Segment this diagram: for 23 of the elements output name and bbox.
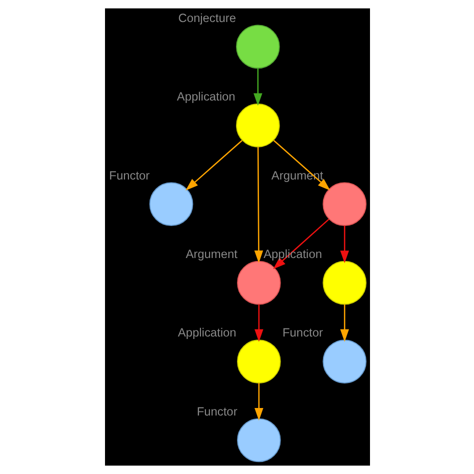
node-circle <box>322 182 366 226</box>
arrow <box>185 140 242 190</box>
node-label: Argument <box>185 247 237 262</box>
arrow <box>340 226 348 264</box>
arrow <box>254 304 263 342</box>
arrow <box>340 304 348 342</box>
node-label: Conjecture <box>178 10 236 25</box>
node-circle <box>236 340 280 384</box>
node-circle <box>322 260 366 305</box>
node-label: Application <box>177 326 236 340</box>
node-circle <box>236 24 280 69</box>
node-label: Functor <box>196 404 237 418</box>
node-label: Application <box>176 90 235 104</box>
arrow <box>254 383 263 421</box>
arrow <box>254 147 263 264</box>
node-circle <box>236 104 280 148</box>
node-circle <box>236 418 280 462</box>
node-circle <box>236 260 280 305</box>
node-circle <box>322 340 366 384</box>
arrow <box>253 68 262 106</box>
node-label: Functor <box>282 326 322 340</box>
node-circle <box>148 182 193 226</box>
node-label: Functor <box>108 168 150 182</box>
